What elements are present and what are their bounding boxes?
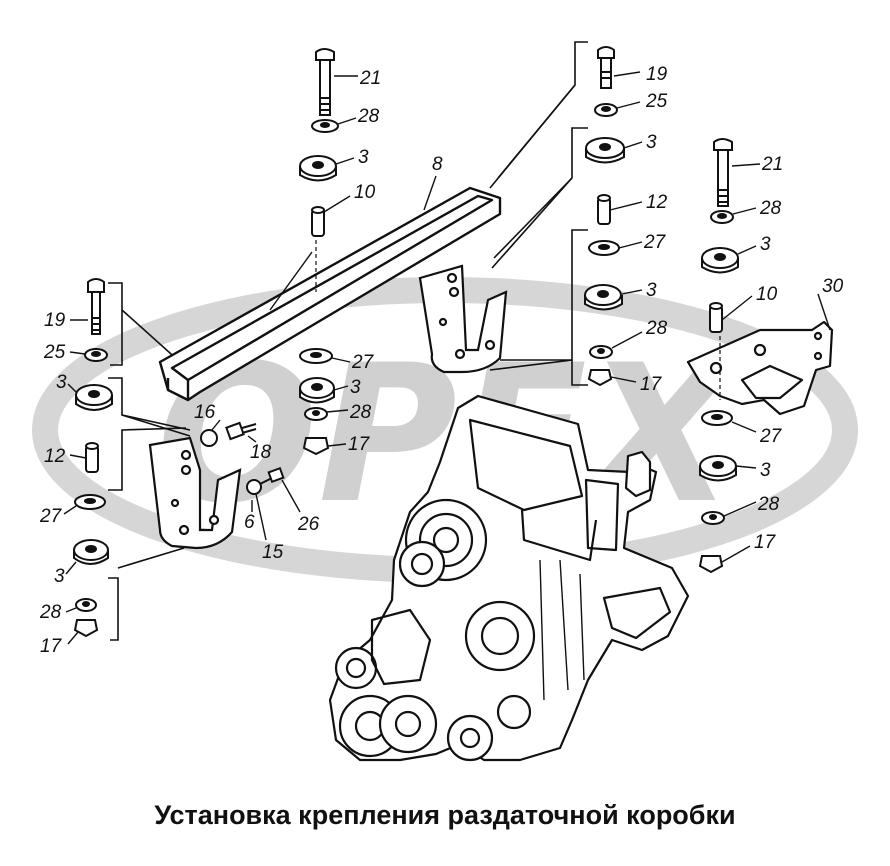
callout-28: 28 <box>757 494 780 515</box>
transfer-case <box>328 394 690 762</box>
callout-21: 21 <box>761 154 783 175</box>
callout-8: 8 <box>432 154 443 175</box>
callout-3: 3 <box>646 132 657 153</box>
left-u-bracket <box>148 436 242 550</box>
callout-3: 3 <box>358 147 369 168</box>
top-center-fastener-stack <box>584 46 625 387</box>
callout-17: 17 <box>348 434 371 455</box>
callout-18: 18 <box>250 442 272 463</box>
left-bracket-lines <box>108 282 191 641</box>
callout-25: 25 <box>645 91 668 112</box>
callout-19: 19 <box>44 310 66 331</box>
callout-26: 26 <box>297 514 320 535</box>
leader-lines <box>63 71 831 645</box>
callout-10: 10 <box>756 284 778 305</box>
callout-28: 28 <box>645 318 668 339</box>
callout-17: 17 <box>640 374 663 395</box>
callout-27: 27 <box>39 506 63 527</box>
callout-3: 3 <box>54 566 65 587</box>
diagram-caption: Установка крепления раздаточной коробки <box>154 800 736 830</box>
right-fastener-stack <box>698 138 739 574</box>
callout-28: 28 <box>39 602 62 623</box>
callout-25: 25 <box>43 342 66 363</box>
center-u-bracket <box>418 264 508 374</box>
callout-28: 28 <box>349 402 372 423</box>
top-left-fastener-stack <box>299 48 339 237</box>
middle-fastener-stack <box>299 348 335 456</box>
callout-30: 30 <box>822 276 844 297</box>
callout-27: 27 <box>759 426 783 447</box>
callout-15: 15 <box>262 542 284 563</box>
callout-27: 27 <box>643 232 667 253</box>
frame-rail <box>158 186 502 402</box>
callout-3: 3 <box>760 460 771 481</box>
callout-17: 17 <box>40 636 63 657</box>
callout-3: 3 <box>350 377 361 398</box>
callout-16: 16 <box>194 402 216 423</box>
callout-28: 28 <box>357 106 380 127</box>
small-bolts <box>200 421 285 495</box>
callout-17: 17 <box>754 532 777 553</box>
callout-27: 27 <box>351 352 375 373</box>
callout-3: 3 <box>56 372 67 393</box>
callout-12: 12 <box>44 446 66 467</box>
callout-labels: 21 28 3 10 8 19 25 3 12 27 3 28 17 21 28… <box>39 64 844 657</box>
callout-12: 12 <box>646 192 668 213</box>
callout-3: 3 <box>760 234 771 255</box>
callout-21: 21 <box>359 68 381 89</box>
callout-28: 28 <box>759 198 782 219</box>
right-bracket <box>686 320 834 416</box>
callout-10: 10 <box>354 182 376 203</box>
callout-6: 6 <box>244 512 255 533</box>
callout-19: 19 <box>646 64 668 85</box>
center-bracket-lines <box>489 41 588 386</box>
left-fastener-stack <box>73 278 113 638</box>
callout-3: 3 <box>646 280 657 301</box>
